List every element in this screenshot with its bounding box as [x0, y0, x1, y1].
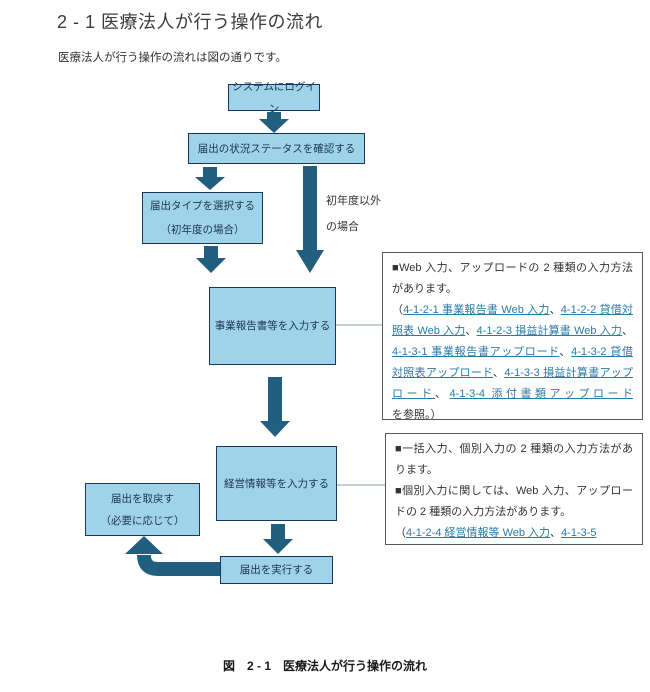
note-text-segment: （: [392, 304, 404, 316]
note-reference-link[interactable]: 4-1-2-4 経営情報等 Web 入力: [406, 527, 551, 539]
note-text-segment: 、: [549, 304, 561, 316]
flow-node-select-type: 届出タイプを選択する （初年度の場合）: [142, 192, 263, 244]
note-text-segment: 、: [622, 325, 634, 337]
flow-node-execute: 届出を実行する: [220, 556, 333, 584]
intro-text: 医療法人が行う操作の流れは図の通りです。: [58, 52, 287, 64]
figure-caption: 図 2 - 1 医療法人が行う操作の流れ: [222, 659, 427, 673]
note-text-segment: （: [395, 527, 406, 539]
arrow-execute-to-withdraw-elbow-icon: [137, 554, 222, 576]
flow-node-status-label: 届出の状況ステータスを確認する: [197, 142, 356, 155]
arrow-mgmt-to-execute-icon: [263, 524, 293, 554]
flow-node-report-label: 事業報告書等を入力する: [214, 320, 331, 332]
branch-label-line2: の場合: [326, 221, 359, 233]
note-reference-link[interactable]: 4-1-3-5: [561, 527, 597, 539]
arrow-select-type-to-report-icon: [196, 246, 226, 273]
note-text-segment: 、: [559, 346, 572, 358]
note-reference-link[interactable]: 4-1-3-1 事業報告書アップロード: [392, 346, 560, 358]
note-text-segment: ■Web 入力、アップロードの 2 種類の入力方法があります。: [392, 262, 633, 295]
note-text-segment: 、: [493, 367, 505, 379]
flow-node-execute-label: 届出を実行する: [239, 564, 314, 576]
arrow-report-to-mgmt-icon: [260, 377, 290, 437]
flow-node-login: システムにログイン: [228, 81, 320, 115]
flow-node-withdraw-label-line1: 届出を取戻す: [111, 492, 174, 505]
flow-node-select-type-label-line1: 届出タイプを選択する: [150, 200, 255, 212]
note-reference-link[interactable]: 4-1-2-2 貸借対照表 Web 入力: [392, 304, 633, 337]
flow-node-mgmt-label: 経営情報等を入力する: [224, 477, 329, 490]
flow-node-login-label: システムにログイン: [232, 80, 316, 115]
note-text-segment: 、: [435, 388, 450, 400]
note-reference-link[interactable]: 4-1-3-2 貸借対照表アップロード: [392, 346, 633, 379]
note-mgmt-input-methods: ■一括入力、個別入力の 2 種類の入力方法があります。 ■個別入力に関しては、We…: [385, 433, 643, 545]
note-reference-link[interactable]: 4-1-2-1 事業報告書 Web 入力: [403, 304, 550, 316]
note-text-segment: 、: [550, 527, 562, 539]
note-reference-link[interactable]: 4-1-3-4 添付書類アップロード: [449, 388, 634, 400]
flow-node-report: 事業報告書等を入力する: [209, 287, 336, 365]
arrow-branch-not-first-year-icon: [296, 166, 324, 273]
note-text-segment: 、: [465, 325, 477, 337]
flow-node-select-type-label-line2: （初年度の場合）: [160, 224, 245, 236]
note-report-input-methods: ■Web 入力、アップロードの 2 種類の入力方法があります。 （4-1-2-1 …: [382, 252, 643, 420]
arrow-login-to-status-icon: [259, 112, 289, 133]
note-text-segment: ■一括入力、個別入力の 2 種類の入力方法があります。: [395, 443, 633, 476]
arrow-execute-to-withdraw-head-icon: [125, 536, 163, 554]
arrow-status-to-select-type-icon: [195, 167, 225, 190]
note-reference-link[interactable]: 4-1-2-3 損益計算書 Web 入力: [476, 325, 623, 337]
flow-node-status: 届出の状況ステータスを確認する: [188, 133, 365, 164]
note-reference-link[interactable]: 4-1-3-3 損益計算書アップロード: [392, 367, 634, 400]
section-heading: 2 - 1 医療法人が行う操作の流れ: [57, 12, 324, 32]
branch-label-line1: 初年度以外: [326, 195, 381, 207]
flow-node-withdraw-label-line2: （必要に応じて）: [100, 514, 185, 527]
note-text-segment: を参照。）: [392, 409, 442, 420]
note-text-segment: ■個別入力に関しては、Web 入力、アップロードの 2 種類の入力方法があります…: [395, 485, 633, 518]
flow-node-mgmt: 経営情報等を入力する: [216, 446, 337, 521]
flow-node-withdraw: 届出を取戻す （必要に応じて）: [85, 483, 200, 536]
